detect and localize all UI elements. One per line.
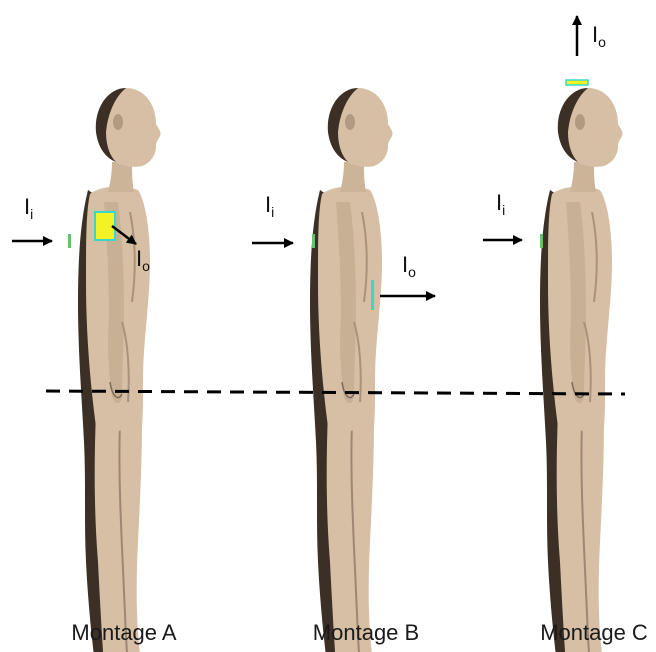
caption-montage-a: Montage A	[24, 620, 224, 646]
label-input-b: Ii	[265, 192, 274, 220]
electrode-input-a	[68, 234, 71, 248]
label-output-b: Io	[402, 252, 416, 280]
electrode-output-c	[566, 80, 588, 85]
label-output-c: Io	[592, 22, 606, 50]
label-input-c: Ii	[496, 190, 505, 218]
body-figure-a	[78, 88, 164, 652]
label-input-a: Ii	[24, 194, 33, 222]
electrode-output-b	[371, 280, 374, 310]
body-figure-b	[310, 88, 396, 652]
electrode-input-b	[312, 234, 315, 248]
caption-montage-c: Montage C	[494, 620, 656, 646]
electrode-input-c	[540, 234, 543, 248]
body-figure-c	[540, 88, 626, 652]
caption-montage-b: Montage B	[266, 620, 466, 646]
